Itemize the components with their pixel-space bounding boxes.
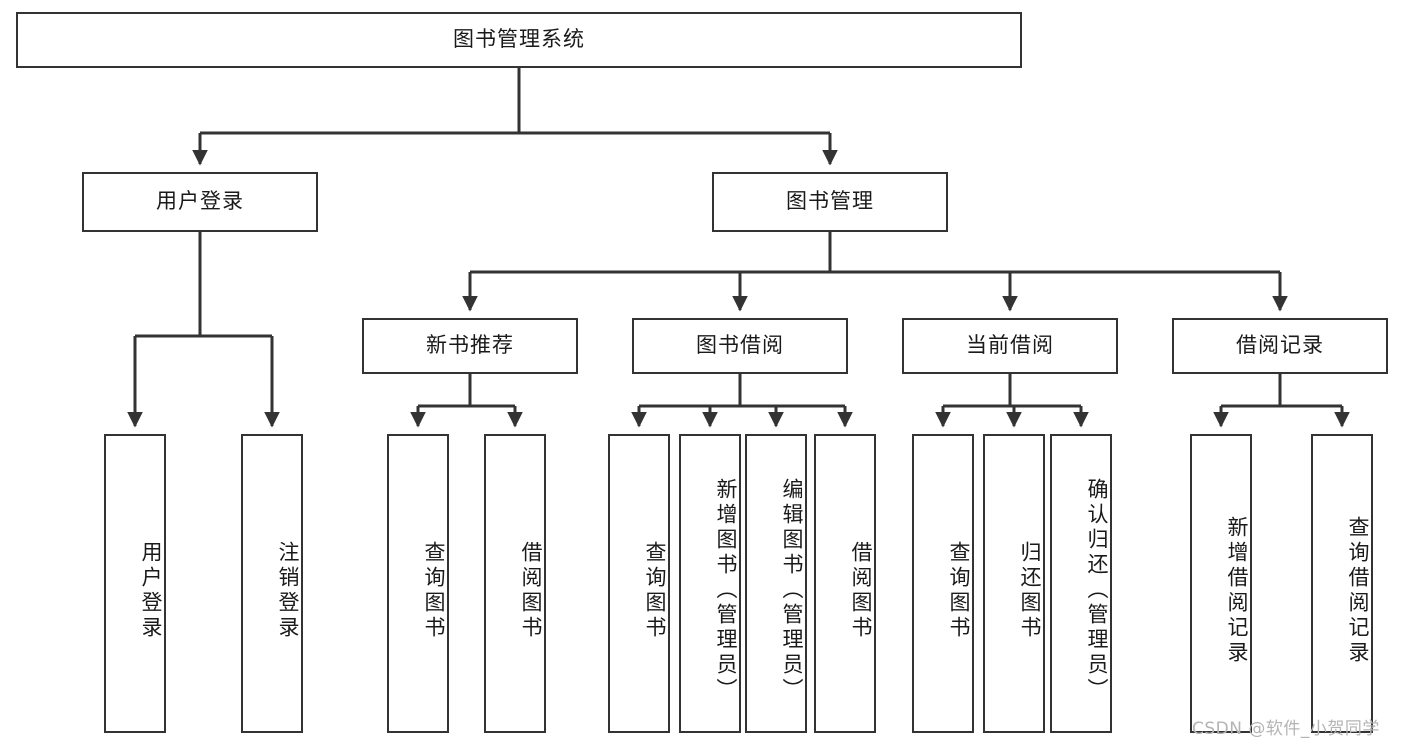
node-user-login[interactable]: 用户登录: [82, 172, 318, 232]
node-leaf-borrow-book-1[interactable]: 借阅图书: [484, 434, 546, 733]
node-leaf-add-book-label: 新增图书（管理员）: [714, 478, 738, 703]
edges-borrowrecord-to-leaves: [1213, 374, 1350, 428]
node-root[interactable]: 图书管理系统: [16, 12, 1022, 68]
node-root-label: 图书管理系统: [453, 27, 585, 52]
node-leaf-user-logout[interactable]: 注销登录: [241, 434, 303, 733]
node-book-borrow-label: 图书借阅: [696, 333, 784, 358]
node-leaf-user-login-label: 用户登录: [139, 540, 163, 641]
node-leaf-confirm-return[interactable]: 确认归还（管理员）: [1050, 434, 1112, 733]
node-leaf-borrow-book-2[interactable]: 借阅图书: [814, 434, 876, 733]
edges-userlogin-to-leaves: [127, 232, 280, 428]
node-new-book-rec[interactable]: 新书推荐: [362, 318, 578, 374]
node-new-book-rec-label: 新书推荐: [426, 333, 514, 358]
node-leaf-query-book-2[interactable]: 查询图书: [608, 434, 670, 733]
node-current-borrow-label: 当前借阅: [966, 333, 1054, 358]
node-leaf-edit-book-label: 编辑图书（管理员）: [780, 478, 804, 703]
node-leaf-edit-book[interactable]: 编辑图书（管理员）: [745, 434, 807, 733]
node-book-borrow[interactable]: 图书借阅: [632, 318, 848, 374]
edges-currentborrow-to-leaves: [935, 374, 1089, 428]
node-leaf-add-record[interactable]: 新增借阅记录: [1190, 434, 1252, 733]
node-leaf-query-book-1[interactable]: 查询图书: [387, 434, 449, 733]
node-leaf-return-book-label: 归还图书: [1018, 540, 1042, 641]
watermark-text: CSDN @软件_小贺同学: [1192, 719, 1380, 739]
edges-bookmanage-to-level3: [462, 232, 1288, 312]
node-leaf-return-book[interactable]: 归还图书: [983, 434, 1045, 733]
node-leaf-query-record[interactable]: 查询借阅记录: [1311, 434, 1373, 733]
edges-bookborrow-to-leaves: [631, 374, 853, 428]
node-leaf-user-login[interactable]: 用户登录: [104, 434, 166, 733]
node-leaf-confirm-return-label: 确认归还（管理员）: [1085, 478, 1109, 703]
node-book-manage-label: 图书管理: [786, 189, 874, 214]
node-book-manage[interactable]: 图书管理: [712, 172, 948, 232]
node-leaf-query-book-3[interactable]: 查询图书: [912, 434, 974, 733]
node-borrow-record[interactable]: 借阅记录: [1172, 318, 1388, 374]
node-leaf-add-book[interactable]: 新增图书（管理员）: [679, 434, 741, 733]
node-user-login-label: 用户登录: [156, 189, 244, 214]
node-leaf-borrow-book-1-label: 借阅图书: [519, 540, 543, 641]
node-leaf-user-logout-label: 注销登录: [276, 540, 300, 641]
node-leaf-borrow-book-2-label: 借阅图书: [849, 540, 873, 641]
edges-root-to-level2: [192, 68, 838, 166]
edges-newbookrec-to-leaves: [410, 374, 523, 428]
node-leaf-query-record-label: 查询借阅记录: [1346, 515, 1370, 666]
node-leaf-add-record-label: 新增借阅记录: [1225, 515, 1249, 666]
node-leaf-query-book-1-label: 查询图书: [422, 540, 446, 641]
node-borrow-record-label: 借阅记录: [1236, 333, 1324, 358]
node-leaf-query-book-2-label: 查询图书: [643, 540, 667, 641]
node-leaf-query-book-3-label: 查询图书: [947, 540, 971, 641]
node-current-borrow[interactable]: 当前借阅: [902, 318, 1118, 374]
